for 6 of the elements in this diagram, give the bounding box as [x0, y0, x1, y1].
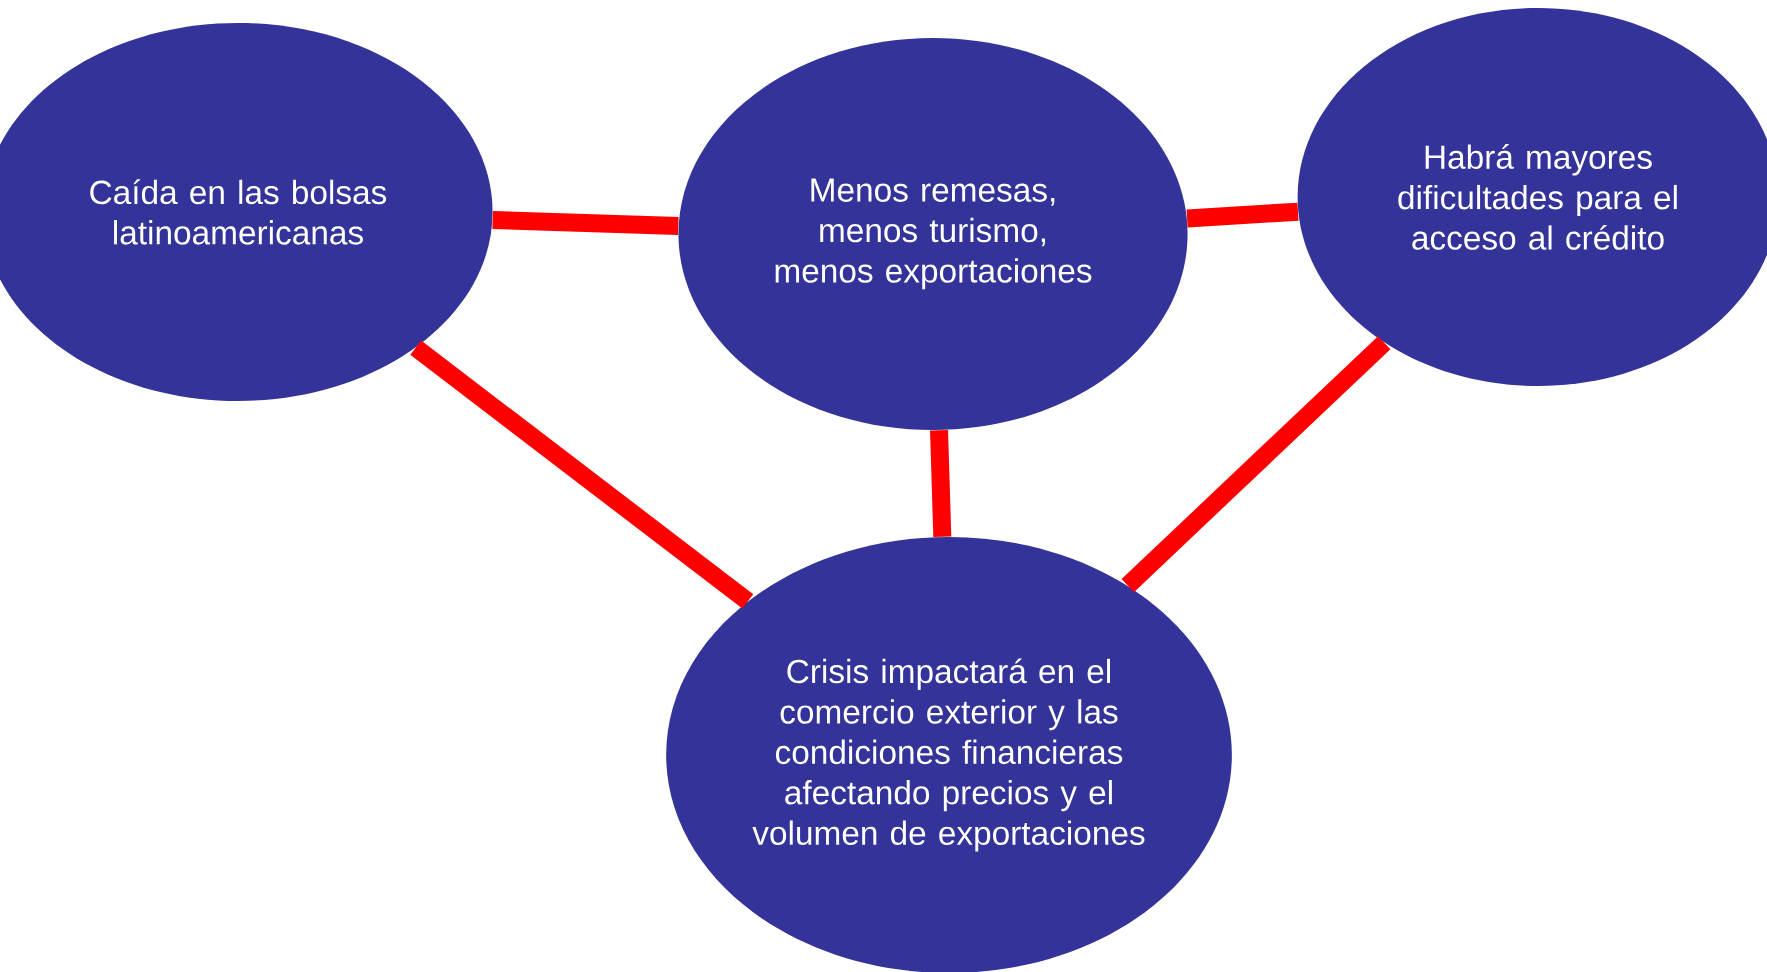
connector-line: [1121, 336, 1391, 593]
connector-line: [492, 211, 679, 235]
ellipse-node: Menos remesas, menos turismo, menos exportaciones: [678, 38, 1188, 430]
connector-line: [930, 430, 952, 537]
connector-line: [1186, 202, 1299, 228]
connector-line: [410, 340, 754, 609]
